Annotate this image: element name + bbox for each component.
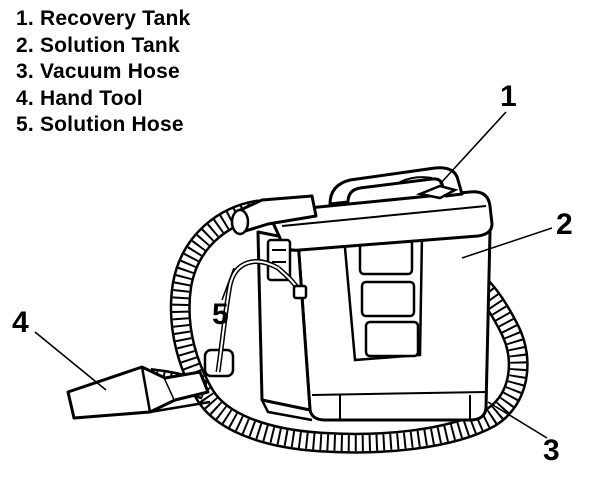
legend-item-solution-hose: 5. Solution Hose: [16, 113, 184, 136]
parts-legend: 1. Recovery Tank 2. Solution Tank 3. Vac…: [16, 6, 190, 139]
leader-line-2: [461, 227, 553, 259]
leader-line-1: [439, 111, 507, 185]
hand-tool: [66, 365, 211, 420]
leader-line-5: [221, 267, 235, 301]
machine-body: [230, 166, 494, 422]
legend-item-hand-tool: 4. Hand Tool: [16, 86, 143, 110]
callout-solution-hose: 5: [212, 298, 229, 331]
solution-hose: [215, 259, 308, 373]
legend-item-vacuum-hose: 3. Vacuum Hose: [16, 60, 180, 83]
leader-line-4: [34, 331, 107, 391]
leader-line-3: [487, 401, 548, 439]
callout-vacuum-hose: 3: [543, 434, 560, 467]
leader-lines: [34, 111, 553, 439]
legend-item-recovery-tank: 1. Recovery Tank: [16, 7, 191, 30]
callout-solution-tank: 2: [556, 208, 573, 241]
callout-hand-tool: 4: [12, 306, 29, 339]
legend-item-solution-tank: 2. Solution Tank: [16, 33, 180, 57]
callout-recovery-tank: 1: [500, 80, 517, 113]
